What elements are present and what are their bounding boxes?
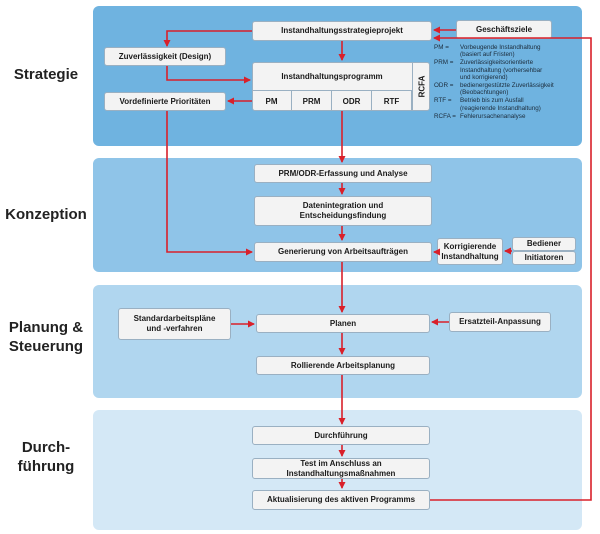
arrow-prioritaeten-to-generierung: [166, 111, 253, 256]
box-prioritaeten: Vordefinierte Prioritäten: [104, 92, 226, 111]
box-erfassung: PRM/ODR-Erfassung und Analyse: [254, 164, 432, 183]
box-initiatoren: Initiatoren: [512, 251, 576, 265]
legend-row: PM = Vorbeugende Instandhaltung (basiert …: [434, 44, 584, 58]
box-ersatzteil: Ersatzteil-Anpassung: [449, 312, 551, 332]
box-programm: [252, 62, 430, 111]
box-standard: Standardarbeitspläne und -verfahren: [118, 308, 231, 340]
program-cell-odr: ODR: [332, 90, 372, 111]
program-side-cell: RCFA: [412, 62, 430, 111]
program-title: Instandhaltungsprogramm: [281, 71, 383, 81]
box-bediener: Bediener: [512, 237, 576, 251]
program-cell-prm: PRM: [292, 90, 332, 111]
legend-abbr: ODR =: [434, 82, 454, 90]
phase-label-strategie: Strategie: [13, 66, 79, 83]
legend-abbr: RCFA =: [434, 112, 456, 120]
legend-abbr: PM =: [434, 44, 449, 51]
phase-label-konzeption: Konzeption: [5, 206, 87, 223]
program-cell-pm: PM: [252, 90, 292, 111]
legend-text: bedienergestützte Zuverlässigkeit (Beoba…: [460, 82, 554, 97]
arrow-projekt-to-zuverlaessigkeit: [163, 30, 252, 47]
legend-text: Zuverlässigkeitsorientierte Instandhaltu…: [460, 59, 543, 81]
phase-label-durchfuehrung: Durch- führung: [17, 439, 75, 475]
box-zuverlaessigkeit: Zuverlässigkeit (Design): [104, 47, 226, 66]
box-generierung: Generierung von Arbeitsaufträgen: [254, 242, 432, 262]
legend-row: RTF = Betrieb bis zum Ausfall (reagierend…: [434, 97, 584, 111]
legend-row: RCFA = Fehlerursachenanalyse: [434, 113, 584, 120]
legend-abbr: RTF =: [434, 97, 452, 105]
box-test: Test im Anschluss an Instandhaltungsmaßn…: [252, 458, 430, 479]
box-aktualisierung: Aktualisierung des aktiven Programms: [252, 490, 430, 510]
legend-text: Fehlerursachenanalyse: [460, 112, 526, 120]
legend-abbr: PRM =: [434, 59, 454, 67]
box-strategieprojekt: Instandhaltungsstrategieprojekt: [252, 21, 432, 41]
arrow-feedback-loop: [430, 34, 592, 501]
program-cell-rtf: RTF: [372, 90, 412, 111]
box-planen: Planen: [256, 314, 430, 333]
box-datenintegration: Datenintegration und Entscheidungsfindun…: [254, 196, 432, 226]
arrow-zuverlaessigkeit-to-programm: [166, 66, 251, 84]
phase-label-planung: Planung & Steuerung: [8, 319, 84, 355]
legend: PM = Vorbeugende Instandhaltung (basiert …: [434, 44, 584, 121]
legend-text: Betrieb bis zum Ausfall (reagierende Ins…: [460, 97, 541, 112]
box-rollierende: Rollierende Arbeitsplanung: [256, 356, 430, 375]
legend-text: Vorbeugende Instandhaltung (basiert auf …: [460, 44, 541, 59]
legend-row: ODR = bedienergestützte Zuverlässigkeit (…: [434, 82, 584, 96]
box-durchfuehrung: Durchführung: [252, 426, 430, 445]
box-korrigierende: Korrigierende Instandhaltung: [437, 238, 503, 265]
band-planung: [93, 285, 582, 398]
legend-row: PRM = Zuverlässigkeitsorientierte Instand…: [434, 59, 584, 81]
